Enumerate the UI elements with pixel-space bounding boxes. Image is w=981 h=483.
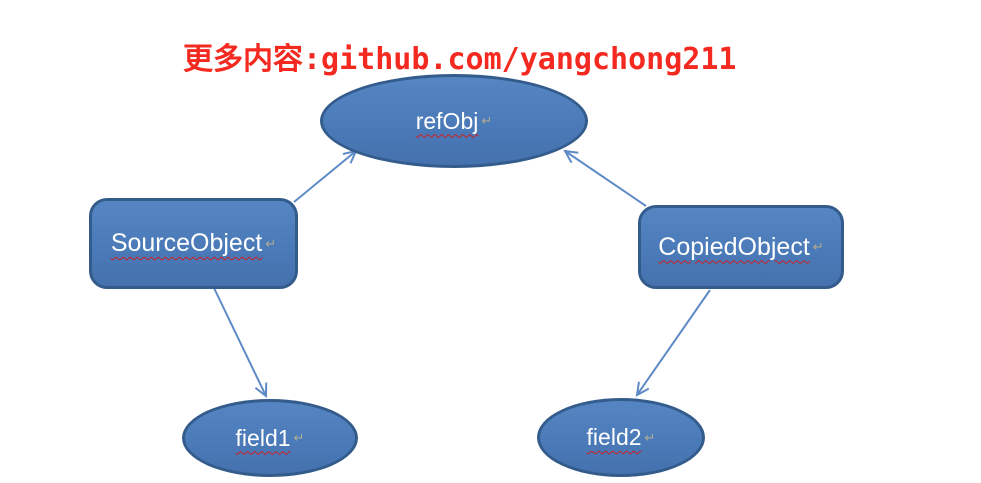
paragraph-mark-icon: ↵ [812,239,824,254]
node-refobj-label: refObj [415,107,479,134]
node-sourceobject-label: SourceObject [110,229,263,257]
node-copiedobject: CopiedObject ↵ [638,205,844,289]
node-copiedobject-label: CopiedObject [658,232,810,261]
paragraph-mark-icon: ↵ [644,429,656,445]
paragraph-mark-icon: ↵ [481,113,493,128]
watermark-text: 更多内容:github.com/yangchong211 [183,42,737,77]
arrow-copiedobject-to-field2 [635,289,711,397]
node-sourceobject: SourceObject ↵ [89,198,298,289]
arrow-sourceobject-to-refobj [293,149,358,203]
node-field1: field1 ↵ [182,399,358,477]
node-field2: field2 ↵ [537,398,705,477]
arrow-copiedobject-to-refobj [563,149,647,207]
arrow-sourceobject-to-field1 [213,287,268,399]
node-field2-label: field2 [586,424,642,450]
node-refobj: refObj ↵ [320,74,588,168]
paragraph-mark-icon: ↵ [265,235,277,251]
paragraph-mark-icon: ↵ [293,430,305,445]
node-field1-label: field1 [235,424,291,451]
